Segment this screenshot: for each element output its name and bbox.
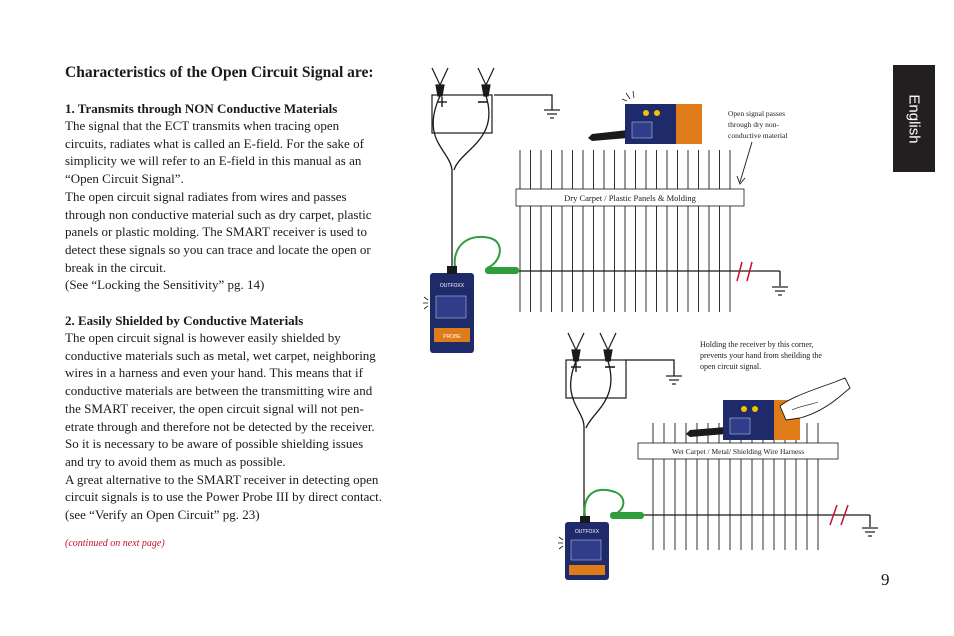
carpet-lines [652,423,819,550]
ground-icon [666,375,682,385]
section1-line: detect these signals so you can trace an… [65,241,371,257]
section1-line: panels or plastic molding. The SMART rec… [65,224,368,240]
bottom-note-line: prevents your hand from sheilding the [700,351,822,360]
continued-note: (continued on next page) [65,538,165,549]
battery-icon [565,359,627,399]
top-label-bar [515,188,745,207]
carpet-lines [519,150,731,312]
section1-line: (See “Locking the Sensitivity” pg. 14) [65,277,265,293]
section2-line: A great alternative to the SMART receive… [65,471,379,487]
bottom-note-line: Holding the receiver by this corner, [700,340,813,349]
bottom-label-bar [637,442,839,460]
hand-icon [779,377,851,421]
top-note-line: Open signal passes [728,109,785,118]
section2-line: conductive materials are between the tra… [65,383,373,399]
battery-icon [431,94,493,134]
section1-line: circuits, radiates what is called an E-f… [65,135,364,151]
section2-line: the SMART receiver, the open circuit sig… [65,400,364,416]
page-heading: Characteristics of the Open Circuit Sign… [65,64,374,81]
transmitter-device: OUTFOXX PROBE [430,266,474,353]
section2-line: So it is necessary to be aware of possib… [65,436,364,452]
section1-body: The signal that the ECT transmits when t… [65,117,410,294]
device-model: PROBE [443,334,461,340]
section2-title: 2. Easily Shielded by Conductive Materia… [65,313,304,329]
bottom-diagram: Wet Carpet / Metal/ Shielding Wire Harne… [558,332,878,580]
section1-line: “Open Circuit Signal”. [65,171,184,187]
bottom-note-line: open circuit signal. [700,362,761,371]
section1-line: break in the circuit. [65,259,167,275]
bottom-label-text: Wet Carpet / Metal/ Shielding Wire Harne… [672,447,804,456]
text-column: Characteristics of the Open Circuit Sign… [65,62,410,524]
section1-line: The open circuit signal radiates from wi… [65,188,347,204]
section1-line: The signal that the ECT transmits when t… [65,118,340,133]
section2-line: (see “Verify an Open Circuit” pg. 23) [65,507,260,523]
device-brand: OUTFOXX [575,529,600,535]
section2-line: and try to avoid them as much as possibl… [65,453,286,469]
top-label-text: Dry Carpet / Plastic Panels & Molding [564,193,696,203]
section2-line: The open circuit signal is however easil… [65,330,341,346]
section2-line: circuit signals is to use the Power Prob… [65,489,382,505]
page-number: 9 [881,570,890,589]
receiver-device [588,104,702,144]
section1-line: through non conductive material such as … [65,206,372,222]
section1-line: simplicity we will refer to an E-field i… [65,153,362,169]
transmitter-device: OUTFOXX [565,516,609,580]
section2-body: The open circuit signal is however easil… [65,329,410,524]
device-brand: OUTFOXX [440,283,465,289]
section1-title: 1. Transmits through NON Conductive Mate… [65,101,338,116]
section2-line: etrate through and therefore not be dete… [65,418,375,434]
section2-line: conductive materials such as metal, wet … [65,347,376,363]
language-tab: English [893,65,935,172]
top-diagram: Dry Carpet / Plastic Panels & Molding Op… [423,67,788,353]
top-note-line: conductive material [728,131,787,140]
clamp-icon [431,67,495,97]
section2-line: wires in a harness and even your hand. T… [65,365,363,381]
ground-icon [544,109,560,119]
clamp-icon [567,332,617,362]
top-note-line: through dry non- [728,120,779,129]
